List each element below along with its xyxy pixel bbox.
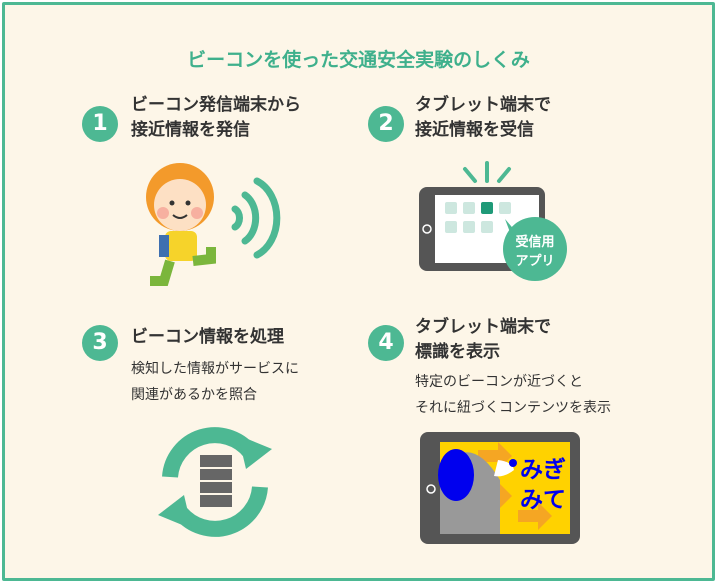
page-title: ビーコンを使った交通安全実験のしくみ — [187, 49, 530, 71]
step-number-2: 2 — [368, 106, 404, 142]
step-3-description: 検知した情報がサービスに関連があるかを照合 — [131, 361, 299, 403]
sign-text: みぎみて — [520, 457, 566, 513]
step-number-1: 1 — [82, 106, 118, 142]
step-1-heading: ビーコン発信端末から接近情報を発信 — [131, 95, 301, 140]
processing-cycle-illustration — [158, 427, 272, 537]
step-4-heading: タブレット端末で標識を表示 — [415, 317, 551, 362]
step-4-description: 特定のビーコンが近づくとそれに紐づくコンテンツを表示 — [415, 374, 611, 416]
step-2-heading: タブレット端末で接近情報を受信 — [415, 95, 551, 140]
receive-app-bubble: 受信用アプリ — [515, 235, 555, 269]
child-beacon-illustration — [146, 163, 281, 286]
step-3-heading: ビーコン情報を処理 — [131, 327, 284, 347]
tablet-sign-illustration — [420, 432, 580, 544]
step-number-3: 3 — [82, 325, 118, 361]
tablet-receive-illustration — [419, 161, 567, 281]
step-number-4: 4 — [368, 325, 404, 361]
server-icon — [200, 455, 232, 507]
